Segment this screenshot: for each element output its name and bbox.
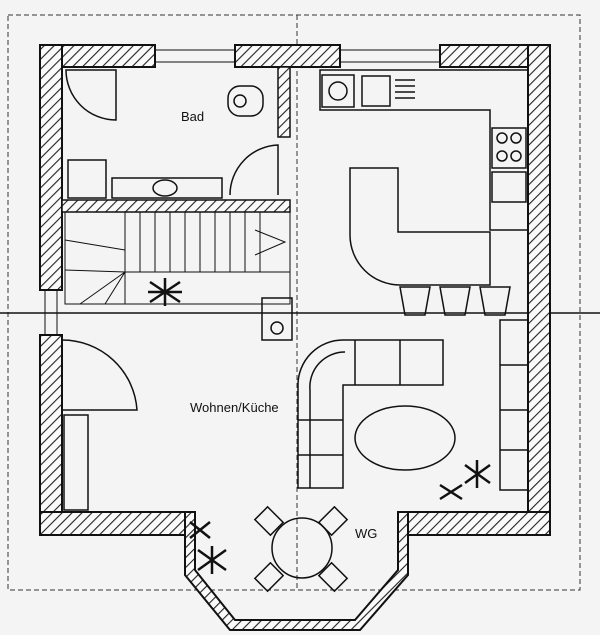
- bathroom-door: [229, 144, 279, 196]
- cooktop: [491, 127, 527, 169]
- cabinet: [63, 414, 89, 511]
- room-label-living-kitchen: Wohnen/Küche: [190, 400, 279, 415]
- construction-lines: [7, 14, 581, 591]
- dining-table: [271, 517, 333, 579]
- exterior-walls: [39, 44, 551, 631]
- kitchen-counter: [319, 69, 529, 231]
- bathroom-fixtures: [65, 69, 279, 199]
- kitchen-island: [349, 167, 491, 286]
- entry-door: [61, 339, 138, 411]
- toilet: [227, 85, 264, 117]
- interior-walls: [61, 66, 291, 213]
- bar-stools: [399, 286, 511, 316]
- plant-icons: [148, 278, 491, 574]
- sofa: [297, 339, 444, 489]
- stove-top: [321, 74, 355, 108]
- dining-chairs: [253, 505, 349, 593]
- living-area: [61, 319, 529, 593]
- staircase: [64, 211, 291, 305]
- coffee-table: [354, 405, 456, 471]
- shower: [65, 69, 117, 121]
- chimney: [261, 297, 293, 341]
- room-label-bathroom: Bad: [181, 109, 204, 124]
- vanity: [111, 177, 223, 199]
- sink: [361, 75, 391, 107]
- windows: [44, 49, 440, 335]
- washing-machine: [67, 159, 107, 199]
- sideboard: [499, 319, 529, 491]
- kitchen: [261, 69, 529, 341]
- oven: [491, 171, 527, 203]
- room-label-wg: WG: [355, 526, 377, 541]
